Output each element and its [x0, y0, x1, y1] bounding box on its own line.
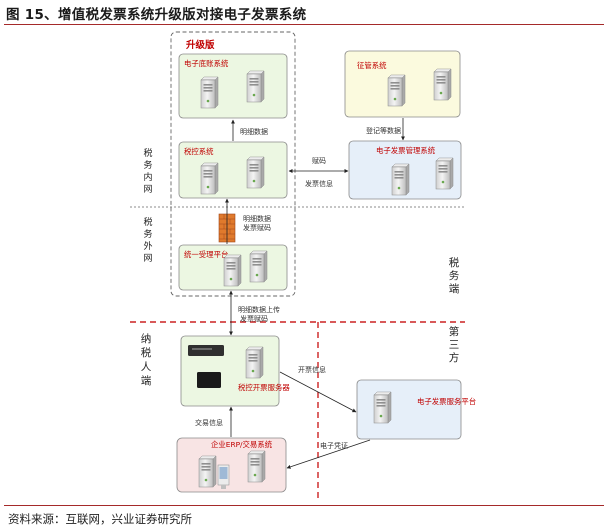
- transaction-info-label: 交易信息: [195, 418, 223, 427]
- server-icon: [373, 391, 392, 424]
- einvoice-base-box[interactable]: 电子底账系统: [178, 53, 288, 119]
- server-icon: [246, 70, 265, 103]
- unified-platform-box[interactable]: 统一受理平台: [178, 244, 288, 291]
- assign-code-label: 赋码: [312, 157, 326, 165]
- upgrade-label: 升级版: [186, 39, 215, 51]
- detail-data-assign-label: 明细数据发票赋码: [243, 214, 271, 232]
- title-rule: [4, 24, 604, 25]
- arrow-server-to-service: [279, 371, 357, 413]
- collection-box[interactable]: 征管系统: [344, 50, 461, 118]
- einvoice-mgmt-box[interactable]: 电子发票管理系统: [348, 140, 462, 200]
- detail-data-label: 明细数据: [240, 127, 268, 136]
- tax-side-zone-label: 税务端: [449, 256, 460, 295]
- server-icon: [391, 163, 410, 196]
- register-data-label: 登记等数据: [366, 126, 401, 135]
- arrow-service-to-erp: [286, 439, 371, 469]
- collection-label: 征管系统: [357, 61, 387, 70]
- taxpayer-side-zone-label: 纳税人端: [141, 332, 152, 387]
- server-icon: [433, 68, 452, 101]
- server-icon: [245, 346, 264, 379]
- e-voucher-label: 电子凭证: [320, 441, 348, 450]
- tax-control-label: 税控系统: [184, 147, 214, 156]
- server-icon: [246, 156, 265, 189]
- figure-title: 图 15、增值税发票系统升级版对接电子发票系统: [6, 7, 307, 23]
- upgrade-frame: [170, 31, 296, 297]
- server-icon: [249, 250, 268, 283]
- third-party-zone-label: 第三方: [449, 325, 460, 364]
- enterprise-erp-label: 企业ERP/交易系统: [211, 440, 273, 449]
- tax-control-device-icon: [188, 345, 224, 388]
- invoice-info-label: 发票信息: [305, 179, 333, 188]
- einvoice-base-label: 电子底账系统: [184, 59, 229, 68]
- source-rule: [4, 505, 604, 506]
- server-icon: [200, 162, 219, 195]
- server-icon: [247, 450, 266, 483]
- server-icon: [198, 455, 217, 488]
- server-icon: [387, 74, 406, 107]
- einvoice-mgmt-label: 电子发票管理系统: [376, 146, 436, 155]
- tax-server-label: 税控开票服务器: [238, 383, 290, 392]
- einvoice-service-label: 电子发票服务平台: [417, 397, 476, 406]
- enterprise-erp-box[interactable]: 企业ERP/交易系统: [176, 437, 287, 493]
- einvoice-service-box[interactable]: 电子发票服务平台: [356, 379, 476, 440]
- unified-platform-label: 统一受理平台: [184, 250, 228, 259]
- issue-info-label: 开票信息: [298, 365, 326, 374]
- server-icon: [435, 157, 454, 190]
- source-note: 资料来源：互联网，兴业证券研究所: [8, 512, 192, 526]
- server-icon: [200, 76, 219, 109]
- tax-control-box[interactable]: 税控系统: [178, 141, 288, 199]
- tax-external-zone-label: 税务外网: [143, 216, 152, 264]
- detail-data-upload-label: 明细数据上传发票赋码: [238, 305, 280, 323]
- tax-server-box[interactable]: 税控开票服务器: [180, 335, 290, 407]
- server-icon: [223, 254, 242, 287]
- tax-internal-zone-label: 税务内网: [143, 147, 152, 195]
